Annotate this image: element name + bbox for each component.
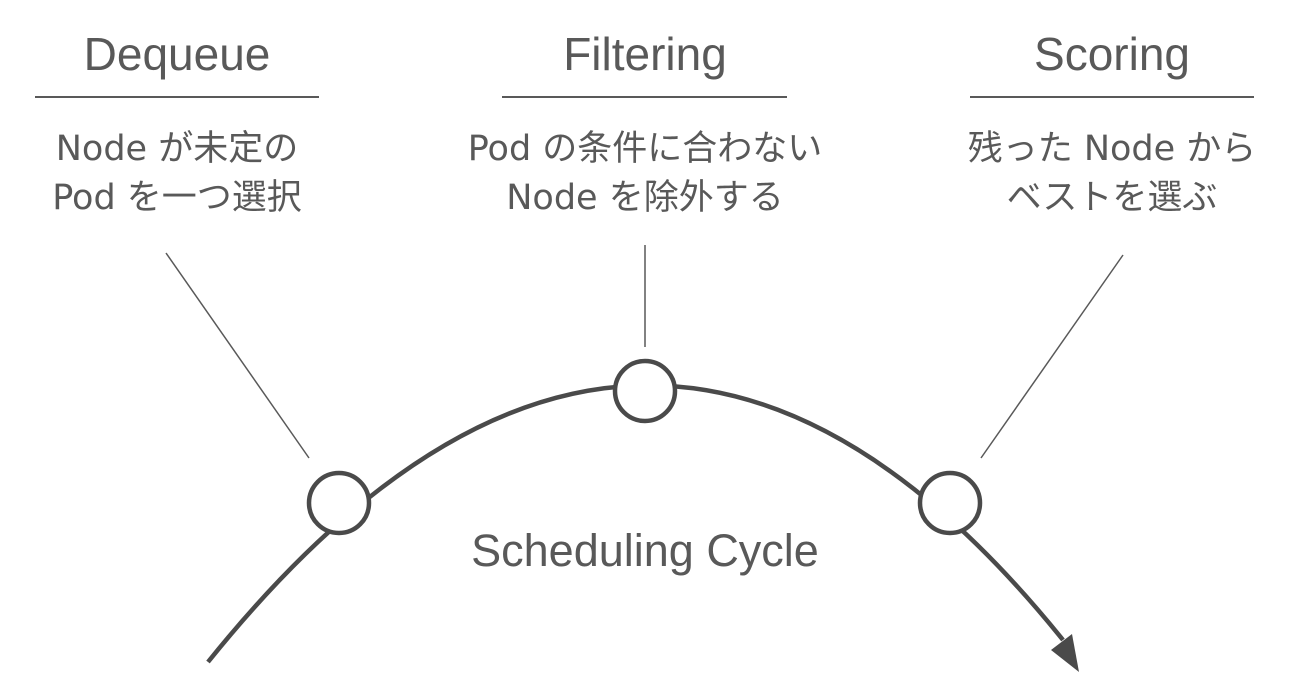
stage-connector-dequeue (165, 252, 310, 459)
stage-connector-scoring (980, 254, 1124, 459)
cycle-label: Scheduling Cycle (471, 525, 819, 576)
stage-title-filtering: Filtering (563, 28, 727, 80)
stage-title-scoring: Scoring (1034, 28, 1190, 80)
stage-description-line-2-scoring: ベストを選ぶ (1007, 178, 1218, 218)
stage-filtering: Filtering Pod の条件に合わない Node を除外する (468, 28, 823, 347)
cycle-arrowhead (1051, 634, 1079, 672)
stage-dequeue: Dequeue Node が未定の Pod を一つ選択 (35, 28, 319, 459)
stage-node-scoring (917, 470, 983, 536)
stage-description-line-1-filtering: Pod の条件に合わない (468, 129, 823, 169)
stage-node-dequeue (306, 470, 372, 536)
stage-description-line-2-dequeue: Pod を一つ選択 (52, 178, 302, 218)
stage-description-line-1-dequeue: Node が未定の (56, 129, 298, 169)
stage-node-filtering (612, 358, 678, 424)
stage-description-line-1-scoring: 残った Node から (968, 129, 1257, 169)
stage-description-line-2-filtering: Node を除外する (506, 178, 783, 218)
stage-scoring: Scoring 残った Node から ベストを選ぶ (968, 28, 1257, 459)
stage-title-dequeue: Dequeue (84, 28, 271, 80)
